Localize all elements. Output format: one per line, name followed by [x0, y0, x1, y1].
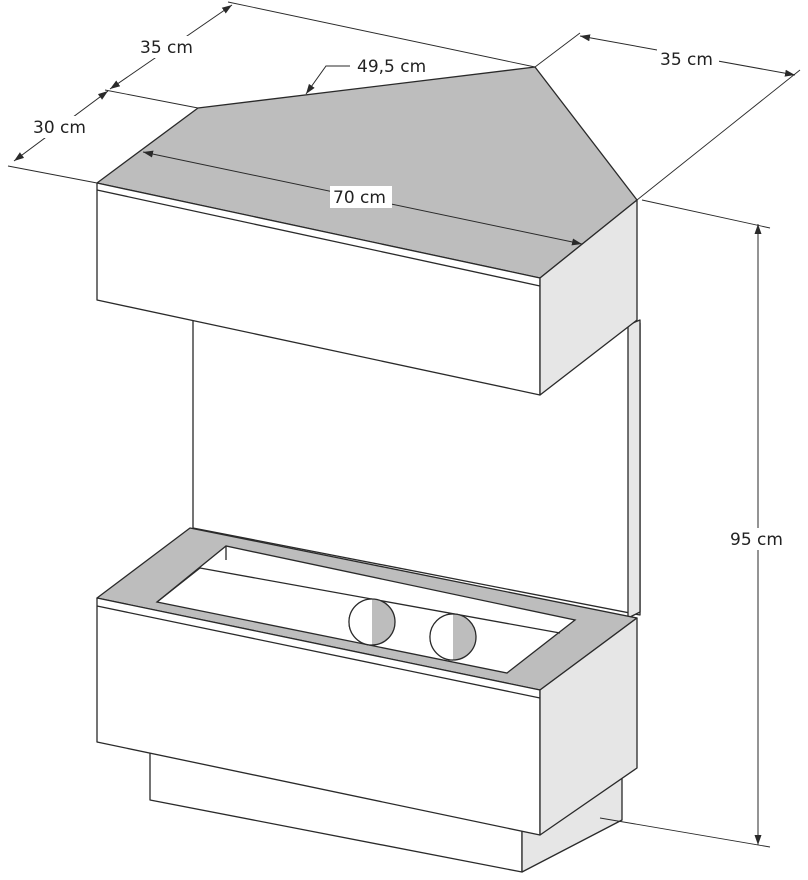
mantel-shelf: [96, 66, 638, 396]
label-depth-left: 30 cm: [33, 118, 86, 138]
burner-hole-left: [348, 598, 396, 646]
label-top-right: 35 cm: [660, 50, 713, 70]
dimension-labels: 30 cm 35 cm 49,5 cm 35 cm 70 cm 95 cm: [30, 36, 789, 550]
label-height: 95 cm: [730, 530, 783, 550]
mantel-side: [539, 199, 638, 396]
label-top-left: 35 cm: [140, 38, 193, 58]
burner-hole-right: [429, 613, 477, 661]
firebox: [96, 527, 638, 836]
label-diagonal: 49,5 cm: [357, 57, 426, 77]
extension-lines: [7, 1, 801, 848]
firebox-side: [539, 617, 638, 836]
label-width: 70 cm: [333, 188, 386, 208]
